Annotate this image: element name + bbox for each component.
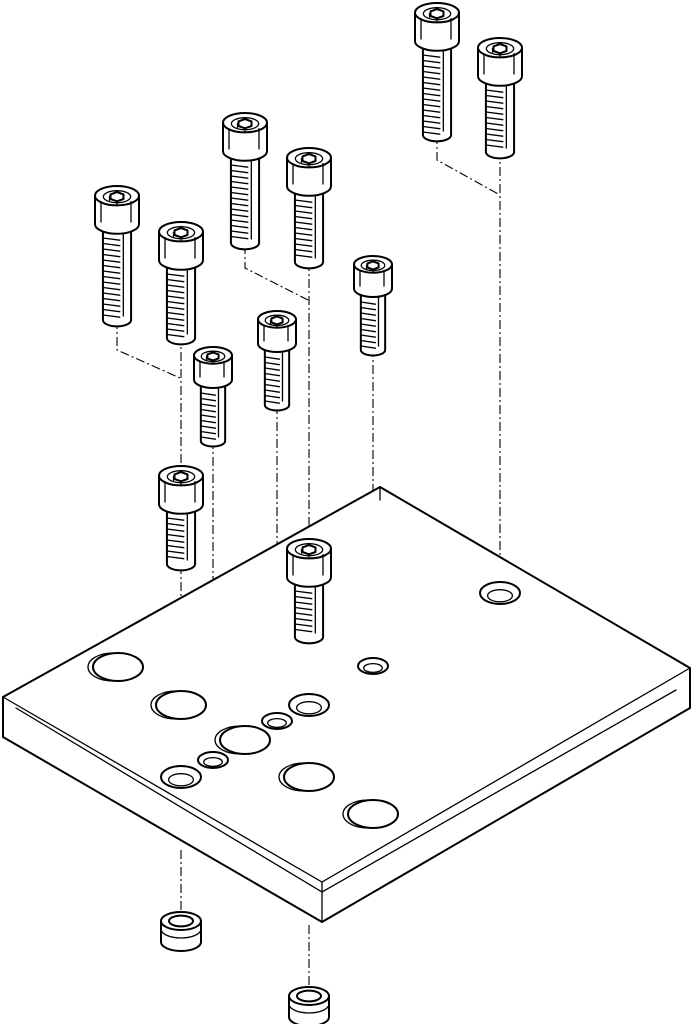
hex-socket-icon xyxy=(206,351,220,362)
plate-chamfer-line xyxy=(15,689,677,893)
plate-hole xyxy=(87,652,144,682)
plate-hole xyxy=(160,765,202,789)
plate-hole xyxy=(261,712,293,730)
centering-sleeve xyxy=(160,911,202,952)
screw-thread xyxy=(230,164,249,240)
socket-head-screw xyxy=(414,2,460,143)
plate-hole xyxy=(342,799,399,829)
screw-head xyxy=(158,474,204,515)
screw-thread xyxy=(422,54,441,135)
hex-socket-icon xyxy=(366,260,380,271)
screw-shaft xyxy=(293,578,325,645)
centering-sleeve xyxy=(288,986,330,1024)
plate-hole xyxy=(288,693,330,717)
screw-shaft xyxy=(359,289,387,357)
screw-shaft xyxy=(263,344,291,412)
hex-socket-icon xyxy=(301,544,317,556)
hex-socket-icon xyxy=(173,227,189,239)
screw-shaft xyxy=(293,187,325,270)
screw-set xyxy=(94,2,523,645)
screw-thread xyxy=(102,237,121,318)
screw-shaft xyxy=(484,77,516,160)
screw-shaft xyxy=(101,225,133,328)
hex-socket-icon xyxy=(173,471,189,483)
plate-hole xyxy=(197,751,229,769)
mounting-plate xyxy=(2,486,691,923)
socket-head-screw xyxy=(158,465,204,572)
screw-thread xyxy=(166,517,185,560)
screw-thread xyxy=(485,89,504,148)
screw-thread xyxy=(264,356,281,404)
screw-thread xyxy=(200,392,217,440)
socket-head-screw xyxy=(353,254,393,357)
screw-thread xyxy=(294,590,313,633)
centering-sleeves xyxy=(160,911,330,1024)
screw-head xyxy=(477,46,523,87)
socket-head-screw xyxy=(477,37,523,160)
screw-head xyxy=(286,547,332,588)
hex-socket-icon xyxy=(270,315,284,326)
plate-hole xyxy=(150,690,207,720)
plate-hole xyxy=(357,657,389,675)
socket-head-screw xyxy=(158,221,204,346)
screw-head xyxy=(158,230,204,271)
screw-thread xyxy=(294,199,313,258)
hex-socket-icon xyxy=(237,118,253,130)
guide-line xyxy=(116,320,181,379)
plate-hole xyxy=(214,725,271,755)
hex-socket-icon xyxy=(109,191,125,203)
screw-head xyxy=(414,11,460,52)
socket-head-screw xyxy=(222,112,268,251)
hex-socket-icon xyxy=(301,153,317,165)
hex-socket-icon xyxy=(429,8,445,20)
plate-holes xyxy=(87,581,521,829)
screw-head xyxy=(222,121,268,162)
socket-head-screw xyxy=(94,185,140,328)
plate-hole xyxy=(479,581,521,605)
screw-shaft xyxy=(199,380,227,448)
plate-outline xyxy=(2,486,691,923)
screw-head xyxy=(286,156,332,197)
guide-line xyxy=(244,245,309,301)
screw-thread xyxy=(166,273,185,338)
screw-head xyxy=(94,194,140,235)
socket-head-screw xyxy=(286,538,332,645)
guide-line xyxy=(436,135,501,196)
socket-head-screw xyxy=(257,310,297,412)
screw-shaft xyxy=(165,505,197,572)
socket-head-screw xyxy=(286,147,332,270)
plate-hole xyxy=(278,762,335,792)
hex-socket-icon xyxy=(492,43,508,55)
socket-head-screw xyxy=(193,346,233,448)
screw-thread xyxy=(360,301,377,349)
